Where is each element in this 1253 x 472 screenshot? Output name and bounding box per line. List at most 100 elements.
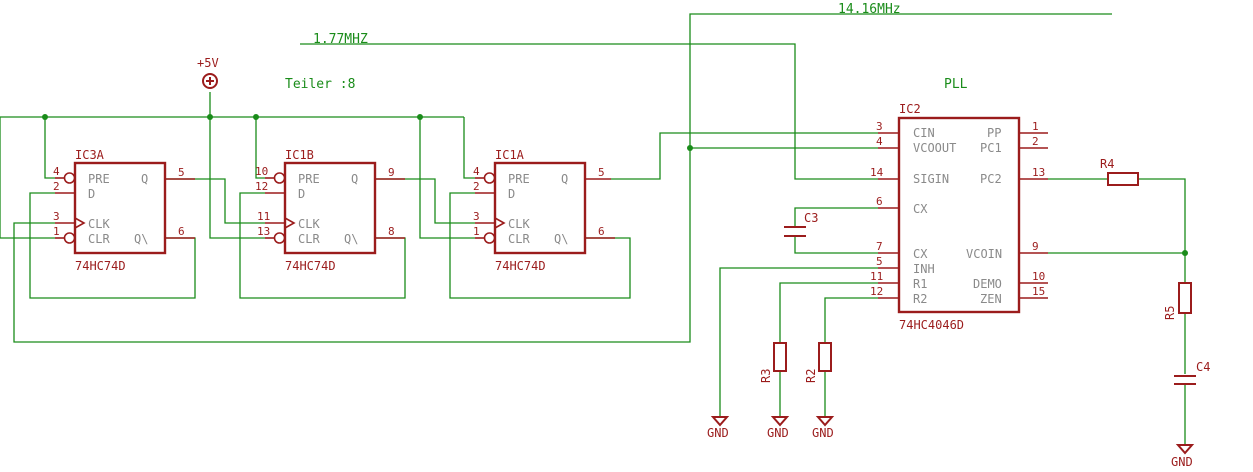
pin-num-clr: 1 [473, 225, 480, 238]
pin-num-cx2: 7 [876, 240, 883, 253]
net-q-ic3a [165, 178, 265, 224]
gnd-label: GND [767, 426, 789, 440]
pin-num-q: 9 [388, 166, 395, 179]
pin-label-qn: Q\ [134, 232, 148, 246]
pin-num-pc2: 13 [1032, 166, 1045, 179]
pin-num-vcoin: 9 [1032, 240, 1039, 253]
pin-num-d: 2 [53, 180, 60, 193]
resistor-body [818, 342, 832, 372]
ic-name: IC1B [285, 148, 314, 162]
left-pin-stubs [878, 132, 899, 299]
pin-label-clk: CLK [88, 217, 110, 231]
ground-icon [710, 416, 730, 427]
pin-num-pre: 4 [473, 165, 480, 178]
net-pre-ic3a [44, 117, 55, 179]
pin-num-pp: 1 [1032, 120, 1039, 133]
pll-ic2: IC2 CIN VCOOUT SIGIN CX CX INH R1 R2 3 4… [870, 102, 1048, 332]
ic-name: IC1A [495, 148, 525, 162]
net-c3 [794, 207, 878, 254]
r5-label: R5 [1163, 306, 1177, 320]
resistor-body [773, 342, 787, 372]
pin-num-r1: 11 [870, 270, 883, 283]
pin-label-cx2: CX [913, 247, 928, 261]
pin-label-sigin: SIGIN [913, 172, 949, 186]
gnd-symbol: GND [1171, 444, 1195, 469]
pin-num-qn: 6 [178, 225, 185, 238]
net-r1 [779, 282, 878, 417]
pre-bubble [273, 172, 286, 184]
pin-label-q: Q [351, 172, 358, 186]
pin-label-demo: DEMO [973, 277, 1002, 291]
junction-layer [42, 114, 1188, 256]
pin-num-vcoout: 4 [876, 135, 883, 148]
pin-num-r2: 12 [870, 285, 883, 298]
resistor-r5: R5 [1163, 282, 1192, 320]
net-fb-ic1b [239, 192, 406, 299]
pin-num-zen: 15 [1032, 285, 1045, 298]
pin-label-d: D [508, 187, 515, 201]
ic-body [897, 116, 1021, 314]
pre-bubble [483, 172, 496, 184]
pin-label-clr: CLR [298, 232, 320, 246]
capacitor-c3: C3 [784, 211, 818, 237]
vcc-circle [202, 73, 218, 89]
pin-num-pre: 4 [53, 165, 60, 178]
pin-num-pc1: 2 [1032, 135, 1039, 148]
pin-label-clr: CLR [88, 232, 110, 246]
pin-num-d: 12 [255, 180, 268, 193]
pin-label-vcoout: VCOOUT [913, 141, 956, 155]
r3-label: R3 [759, 369, 773, 383]
pin-num-clr: 13 [257, 225, 270, 238]
flipflop-ic1b: IC1B 10 12 11 13 9 8 PRE D CLK CLR Q Q\ … [255, 148, 405, 273]
ic-name: IC2 [899, 102, 921, 116]
gnd-symbol: GND [707, 416, 730, 440]
ic-body [283, 161, 377, 255]
pin-label-pc2: PC2 [980, 172, 1002, 186]
net-14mhz [13, 13, 1112, 343]
pin-label-qn: Q\ [344, 232, 358, 246]
ic-value: 74HC74D [495, 259, 546, 273]
gnd-symbol: GND [812, 416, 835, 440]
pin-num-d: 2 [473, 180, 480, 193]
net-r2 [824, 297, 878, 417]
ic-name: IC3A [75, 148, 105, 162]
net-label-14mhz: 14.16MHz [838, 2, 901, 17]
junction [687, 145, 693, 151]
ic-value: 74HC74D [285, 259, 336, 273]
pin-num-pre: 10 [255, 165, 268, 178]
net-vcoin [1048, 252, 1186, 445]
pin-num-sigin: 14 [870, 166, 884, 179]
resistor-r2: R2 [804, 342, 832, 383]
pin-label-vcoin: VCOIN [966, 247, 1002, 261]
resistor-body [1178, 282, 1192, 314]
pin-num-demo: 10 [1032, 270, 1045, 283]
clr-bubble [273, 232, 286, 244]
capacitor-plates [784, 226, 806, 237]
resistor-body [1107, 172, 1139, 186]
pin-label-zen: ZEN [980, 292, 1002, 306]
ground-icon [815, 416, 835, 427]
pin-num-cx1: 6 [876, 195, 883, 208]
pin-label-cin: CIN [913, 126, 935, 140]
pin-label-q: Q [561, 172, 568, 186]
pin-label-inh: INH [913, 262, 935, 276]
pin-num-cin: 3 [876, 120, 883, 133]
right-pin-stubs [1019, 132, 1048, 299]
capacitor-c4: C4 [1174, 360, 1210, 385]
net-fb-ic1a [449, 192, 631, 299]
c4-label: C4 [1196, 360, 1210, 374]
pin-num-clk: 11 [257, 210, 270, 223]
ic-body [73, 161, 167, 255]
resistor-r3: R3 [759, 342, 787, 383]
flipflop-ic1a: IC1A 4 2 3 1 5 6 PRE D CLK CLR Q Q\ 74HC… [473, 148, 615, 273]
divider-label: Teiler :8 [285, 77, 355, 92]
net-pc2 [1048, 178, 1186, 253]
junction [253, 114, 259, 120]
pin-num-clk: 3 [53, 210, 60, 223]
pin-label-cx1: CX [913, 202, 928, 216]
flipflop-ic3a: IC3A 4 2 3 1 5 6 PRE D CLK CLR Q Q\ 74HC… [53, 148, 195, 273]
ground-icon [1175, 444, 1195, 455]
pin-label-r2: R2 [913, 292, 927, 306]
pin-label-clk: CLK [508, 217, 530, 231]
